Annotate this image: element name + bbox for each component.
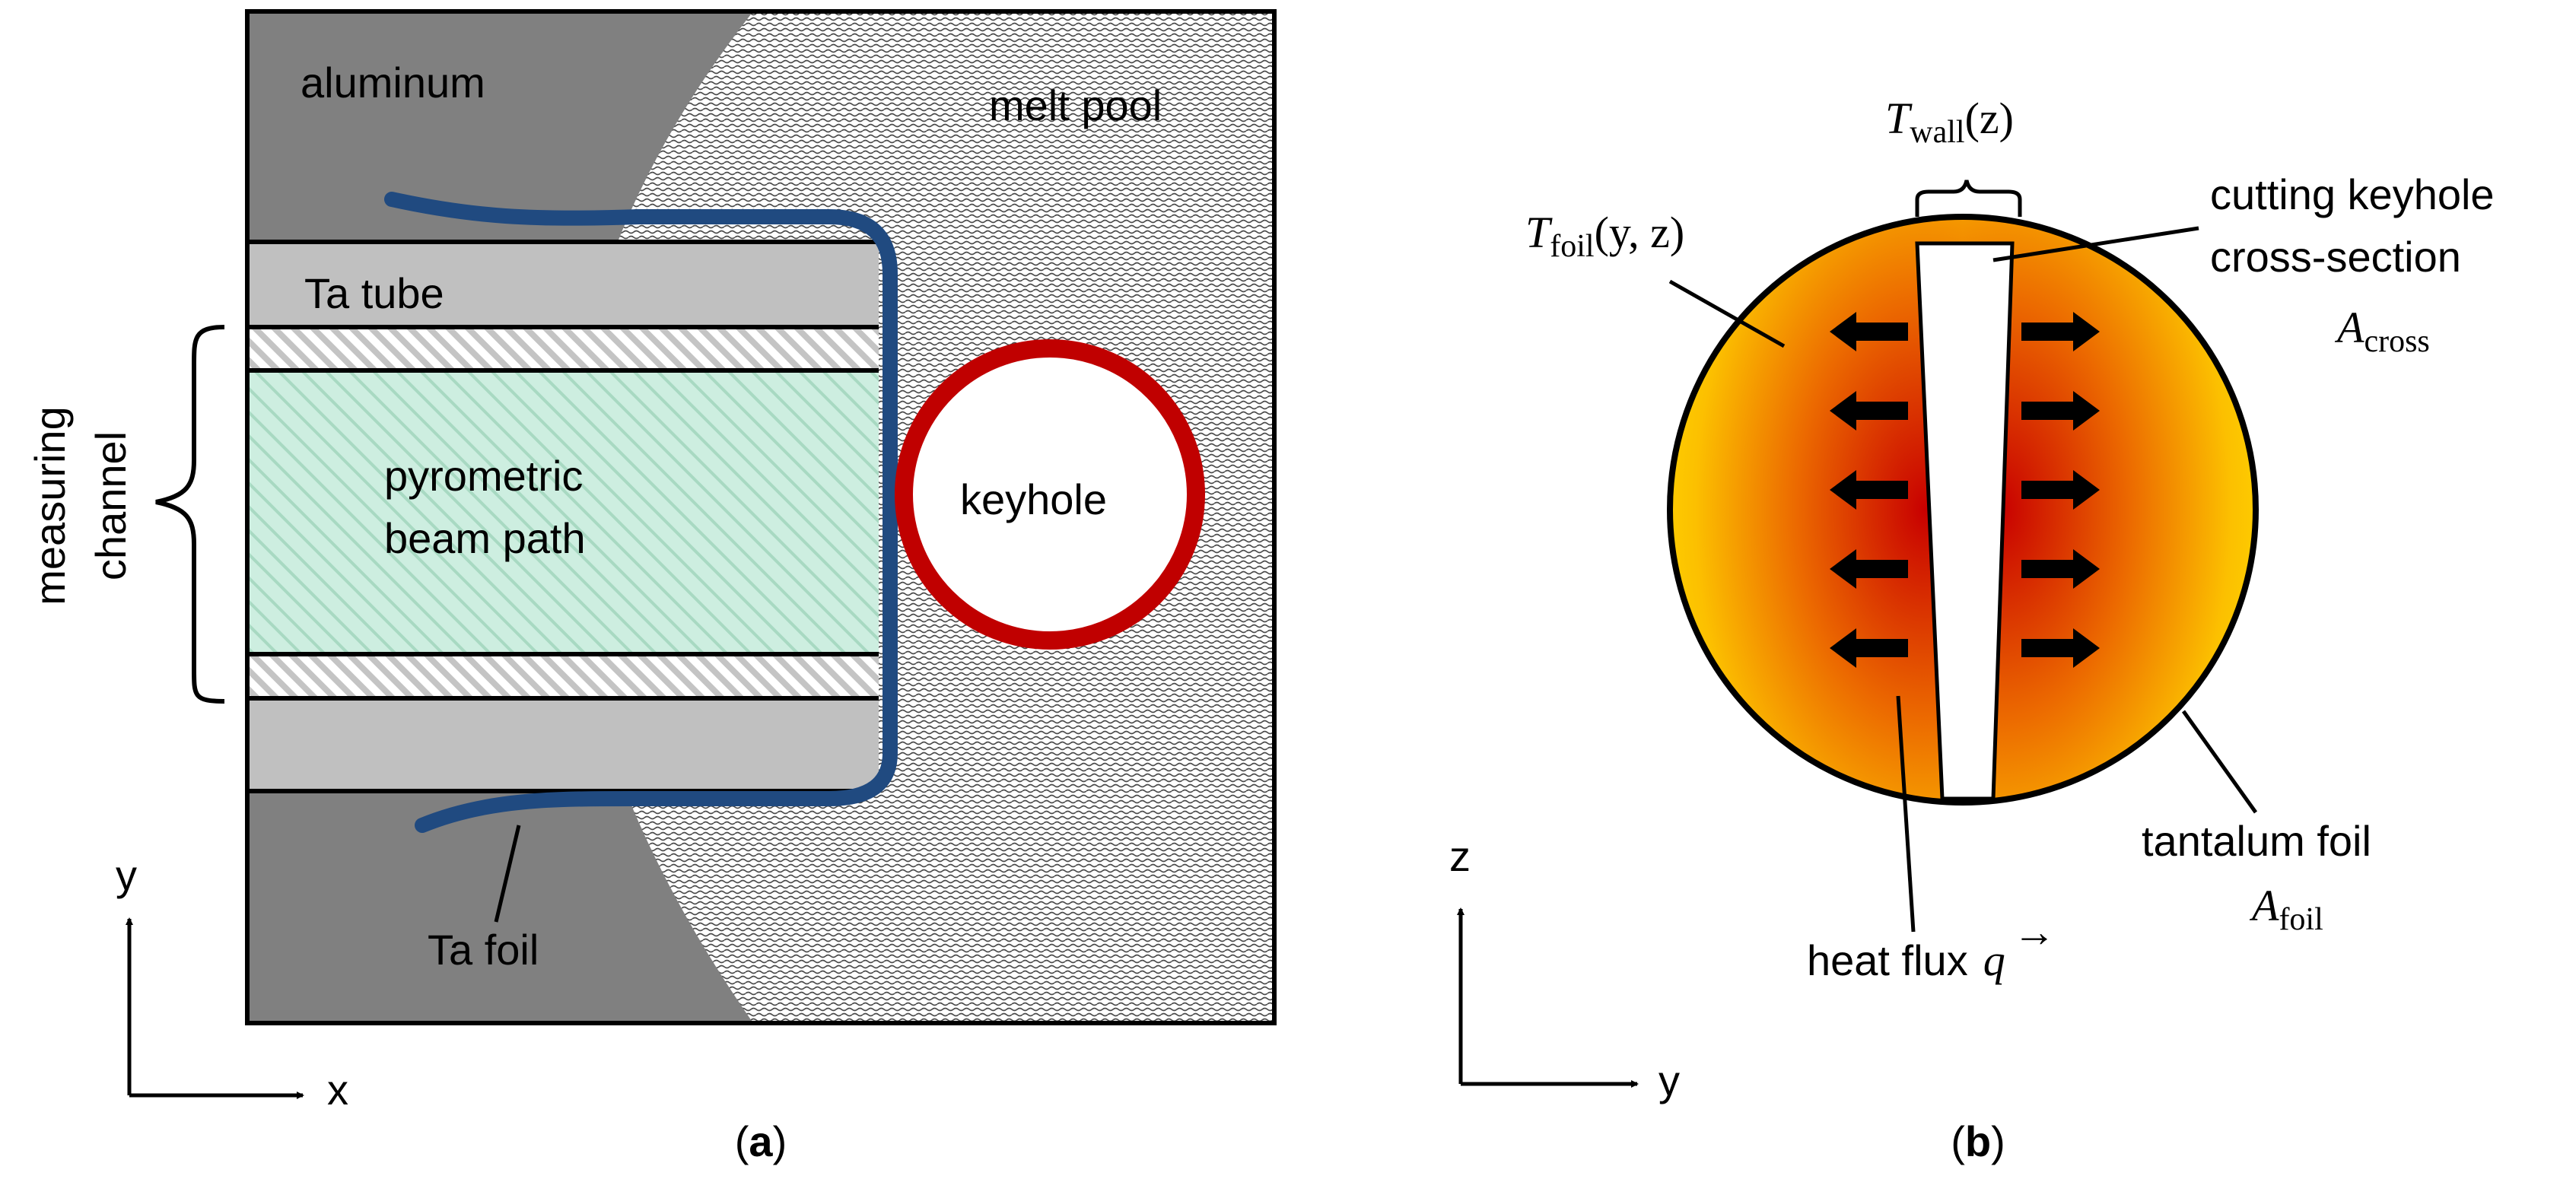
cutting-keyhole-leader bbox=[1992, 226, 2199, 262]
panel-a-frame bbox=[245, 9, 1277, 1025]
axis-y-label-a: y bbox=[116, 851, 137, 899]
axes-b: z y bbox=[1449, 832, 1680, 1104]
pyrometric-label-line2: beam path bbox=[384, 514, 586, 562]
melt-pool-label: melt pool bbox=[989, 81, 1162, 129]
ta-tube-label: Ta tube bbox=[304, 269, 444, 317]
cutting-keyhole-label-line2: cross-section bbox=[2210, 233, 2461, 281]
tube-wall-lower bbox=[247, 656, 879, 698]
measuring-channel-brace bbox=[155, 325, 225, 704]
aluminum-label: aluminum bbox=[301, 59, 485, 106]
heat-flux-arrows bbox=[1830, 312, 2100, 668]
ta-tube-lower bbox=[247, 700, 879, 791]
t-foil-leader bbox=[1668, 279, 1786, 348]
keyhole-label: keyhole bbox=[960, 475, 1107, 523]
heat-flux-vector-arrow: → bbox=[2013, 907, 2056, 955]
pyrometric-beam-region bbox=[247, 370, 879, 653]
caption-a: (a) bbox=[735, 1117, 787, 1165]
t-foil-label: Tfoil(y, z) bbox=[1525, 208, 1684, 264]
axis-y-label-b: y bbox=[1658, 1057, 1680, 1104]
axis-z-label-b: z bbox=[1449, 832, 1471, 880]
ta-foil-label: Ta foil bbox=[428, 926, 539, 974]
tube-wall-upper bbox=[247, 327, 879, 369]
heat-flux-arrow-right-1 bbox=[2021, 312, 2100, 351]
heat-flux-arrow-left-3 bbox=[1830, 470, 1908, 510]
pyrometric-label-line1: pyrometric bbox=[384, 452, 583, 500]
panel-b: Twall(z) Tfoil(y, z) cutting keyhole cro… bbox=[1449, 94, 2495, 1165]
heat-flux-arrow-right-3 bbox=[2021, 470, 2100, 510]
heat-flux-arrow-left-4 bbox=[1830, 549, 1908, 589]
ta-foil-line bbox=[384, 192, 898, 833]
cutting-keyhole-label-line1: cutting keyhole bbox=[2210, 170, 2495, 218]
heat-flux-arrow-right-2 bbox=[2021, 391, 2100, 431]
heat-flux-arrow-right-4 bbox=[2021, 549, 2100, 589]
a-foil-label: Afoil bbox=[2249, 881, 2323, 937]
heat-flux-arrow-right-5 bbox=[2021, 628, 2100, 668]
t-wall-label: Twall(z) bbox=[1885, 94, 2014, 150]
tantalum-foil-disc bbox=[1667, 214, 2259, 806]
axes-a: y x bbox=[116, 851, 348, 1114]
panel-a: aluminum melt pool Ta tube pyrometric be… bbox=[26, 9, 1277, 1165]
axis-x-label-a: x bbox=[327, 1066, 348, 1114]
heat-flux-leader bbox=[1896, 695, 1916, 933]
tantalum-foil-leader bbox=[2181, 710, 2258, 814]
heat-flux-arrow-left-5 bbox=[1830, 628, 1908, 668]
measuring-label: measuring bbox=[26, 406, 74, 605]
channel-label: channel bbox=[87, 431, 135, 580]
heat-flux-arrow-left-2 bbox=[1830, 391, 1908, 431]
tantalum-foil-label: tantalum foil bbox=[2142, 817, 2371, 865]
heat-flux-arrow-left-1 bbox=[1830, 312, 1908, 351]
caption-b: (b) bbox=[1951, 1117, 2005, 1165]
keyhole-ring bbox=[895, 339, 1205, 650]
a-cross-label: Across bbox=[2334, 303, 2430, 359]
t-wall-brace bbox=[1915, 180, 2022, 217]
ta-foil-leader bbox=[494, 825, 521, 923]
ta-tube-upper bbox=[247, 242, 879, 326]
